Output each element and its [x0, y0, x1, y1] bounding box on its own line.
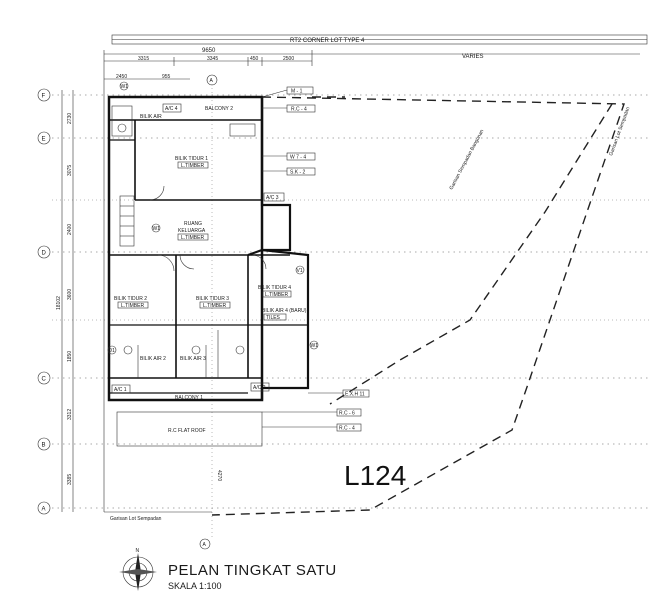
dim-seg-1: 3315	[138, 56, 149, 62]
dim-seg-3: 450	[250, 56, 259, 62]
room-bilik-tidur-2-finish: L.TIMBER	[121, 303, 144, 309]
grid-label-e: E	[42, 137, 46, 143]
dim-overall: 9650	[202, 48, 216, 54]
top-banner-text: RT2 CORNER LOT TYPE 4	[290, 38, 365, 44]
dim-left-1: 2730	[67, 113, 73, 124]
dim-seg-2: 3345	[207, 56, 218, 62]
dim-left-overall: 18102	[56, 296, 62, 310]
grid-label-f: F	[42, 94, 46, 100]
dim-varies: VARIES	[462, 54, 484, 60]
boundary-label-diag-2: Garisan Lot Sempadan	[608, 106, 631, 157]
lot-boundary	[211, 96, 625, 516]
axis-marker-bottom-label: A	[203, 542, 207, 548]
dim-seg-4: 2500	[283, 56, 294, 62]
room-bilik-tidur-4-finish: L.TIMBER	[265, 292, 288, 298]
room-bilik-air-2: BILIK AIR 2	[140, 356, 166, 362]
room-bilik-air-baru-finish: TILES	[266, 315, 281, 321]
top-dimensions: 9650 VARIES 3315 3345 450 2500 2450 955	[103, 48, 640, 100]
grid-bubble-a	[37, 501, 51, 515]
axis-marker-top-label: A	[210, 78, 214, 84]
callout-tags: M - 1 R.C - 4 W 7 - 4 S.K - 2 A/C 4 A/C …	[107, 81, 370, 432]
plan-scale: SKALA 1:100	[168, 581, 222, 591]
tag-exh: E.X.H 11	[345, 392, 365, 398]
grid-label-d: D	[42, 251, 47, 257]
compass-n-label: N	[136, 548, 140, 554]
tag-d1: D1	[109, 348, 116, 354]
tag-w74: W 7 - 4	[290, 155, 306, 161]
grid-bubble-b	[37, 437, 51, 451]
building-walls	[107, 95, 310, 402]
tag-v1: V1	[297, 268, 303, 274]
tag-ac2: A/C 2	[253, 385, 266, 391]
rc-flat-roof-label: R.C FLAT ROOF	[168, 428, 206, 434]
room-bilik-tidur-1: BILIK TIDUR 1	[175, 156, 208, 162]
tag-w1-mid: W1	[153, 226, 161, 232]
north-compass: N	[119, 548, 157, 591]
tag-w1-right: W1	[311, 343, 319, 349]
room-labels: BILIK TIDUR 1 L.TIMBER RUANG KELUARGA L.…	[114, 106, 307, 401]
rc-flat-roof: R.C FLAT ROOF	[116, 411, 263, 447]
top-banner: RT2 CORNER LOT TYPE 4	[111, 34, 648, 45]
grid-bubble-d	[37, 245, 51, 259]
grid-bubble-e	[37, 131, 51, 145]
tag-rc4-bottom: R.C - 4	[339, 426, 355, 432]
plan-title: PELAN TINGKAT SATU	[168, 562, 337, 579]
room-bilik-air-3: BILIK AIR 3	[180, 356, 206, 362]
room-bilik-tidur-3-finish: L.TIMBER	[203, 303, 226, 309]
dim-left-3: 2400	[67, 224, 73, 235]
grid-bubble-f	[37, 88, 51, 102]
tag-sk2: S.K - 2	[290, 170, 306, 176]
room-ruang: RUANG	[184, 221, 202, 227]
room-bilik-tidur-4: BILIK TIDUR 4	[258, 285, 291, 291]
title-block: PELAN TINGKAT SATU SKALA 1:100	[168, 562, 337, 591]
tag-ac3: A/C 3	[266, 195, 279, 201]
room-bilik-air-baru: BILIK AIR 4 (BARU)	[262, 308, 307, 314]
axis-marker: A A 4270	[199, 74, 222, 550]
room-bilik-tidur-2: BILIK TIDUR 2	[114, 296, 147, 302]
balcony-2-label: BALCONY 2	[205, 106, 233, 112]
tag-rc6: R.C - 6	[339, 411, 355, 417]
room-keluarga: KELUARGA	[178, 228, 206, 234]
dim-sub-1: 2450	[116, 74, 127, 80]
dim-left-6: 3312	[67, 409, 73, 420]
tag-ac4: A/C 4	[165, 106, 178, 112]
grid-label-c: C	[42, 377, 47, 383]
dim-left-2: 3075	[67, 165, 73, 176]
grid-bubble-c	[37, 371, 51, 385]
grid-label-a: A	[42, 507, 46, 513]
left-dimensions: 18102 2730 3075 2400 3600 1850 3312 3385	[56, 90, 74, 512]
room-keluarga-finish: L.TIMBER	[181, 235, 204, 241]
room-bilik-tidur-3: BILIK TIDUR 3	[196, 296, 229, 302]
room-bilik-air: BILIK AIR	[140, 114, 162, 120]
dim-left-5: 1850	[67, 351, 73, 362]
tag-m1: M - 1	[291, 89, 303, 95]
grid-bubbles: F E D C B A	[37, 88, 51, 515]
room-bilik-tidur-1-finish: L.TIMBER	[181, 163, 204, 169]
tag-w1-top: W1	[121, 84, 129, 90]
dim-sub-2: 955	[162, 74, 171, 80]
dim-left-4: 3600	[67, 289, 73, 300]
dim-vertical: 4270	[216, 470, 222, 481]
tag-ac1: A/C 1	[114, 387, 127, 393]
dim-left-7: 3385	[67, 474, 73, 485]
tag-rc4-top: R.C - 4	[291, 107, 307, 113]
lot-number: L124	[344, 460, 407, 491]
building-setback-line	[329, 103, 613, 405]
grid-label-b: B	[42, 443, 46, 449]
boundary-label-left: Garisan Lot Sempadan	[110, 516, 162, 522]
balcony-1-label: BALCONY 1	[175, 395, 203, 401]
